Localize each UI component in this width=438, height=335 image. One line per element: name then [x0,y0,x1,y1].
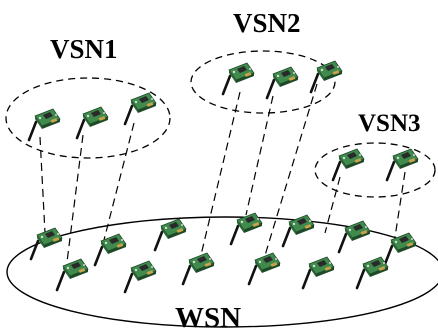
vsn2-label: VSN2 [233,8,301,38]
vsn2-nodes [221,59,344,100]
mapping-line [394,171,406,238]
vsn3-boundary [314,142,436,198]
sensor-node-icon [331,147,366,182]
vsn1-label: VSN1 [50,34,118,64]
sensor-node-icon [29,226,64,261]
sensor-node-icon [153,217,188,252]
vsn3-label: VSN3 [358,110,421,137]
mapping-line [324,176,341,234]
mapping-line [103,122,135,241]
vsn3-nodes [331,147,420,182]
mapping-line [245,95,274,216]
sensor-node-icon [385,147,420,182]
sensor-node-icon [247,251,282,286]
sensor-node-icon [355,255,390,290]
sensor-node-icon [383,231,418,266]
mapping-line [262,83,318,263]
mapping-line [200,91,241,256]
sensor-node-icon [123,91,158,126]
sensor-node-icon [93,232,128,267]
sensor-node-icon [221,61,256,96]
sensor-node-icon [181,251,216,286]
wsn-label: WSN [175,302,241,334]
sensor-node-icon [265,65,300,100]
vsn2-boundary [190,50,336,114]
sensor-node-icon [27,107,62,142]
sensor-node-icon [55,257,90,292]
vsn1-boundary [5,77,171,159]
wsn-boundary [6,216,438,328]
sensor-node-icon [301,255,336,290]
wsn-nodes [29,211,418,294]
mapping-line [39,136,46,234]
sensor-node-icon [75,105,110,140]
mapping-line [66,134,84,263]
mapping-lines [39,83,406,263]
vsn1-nodes [27,91,158,142]
sensor-node-icon [123,259,158,294]
